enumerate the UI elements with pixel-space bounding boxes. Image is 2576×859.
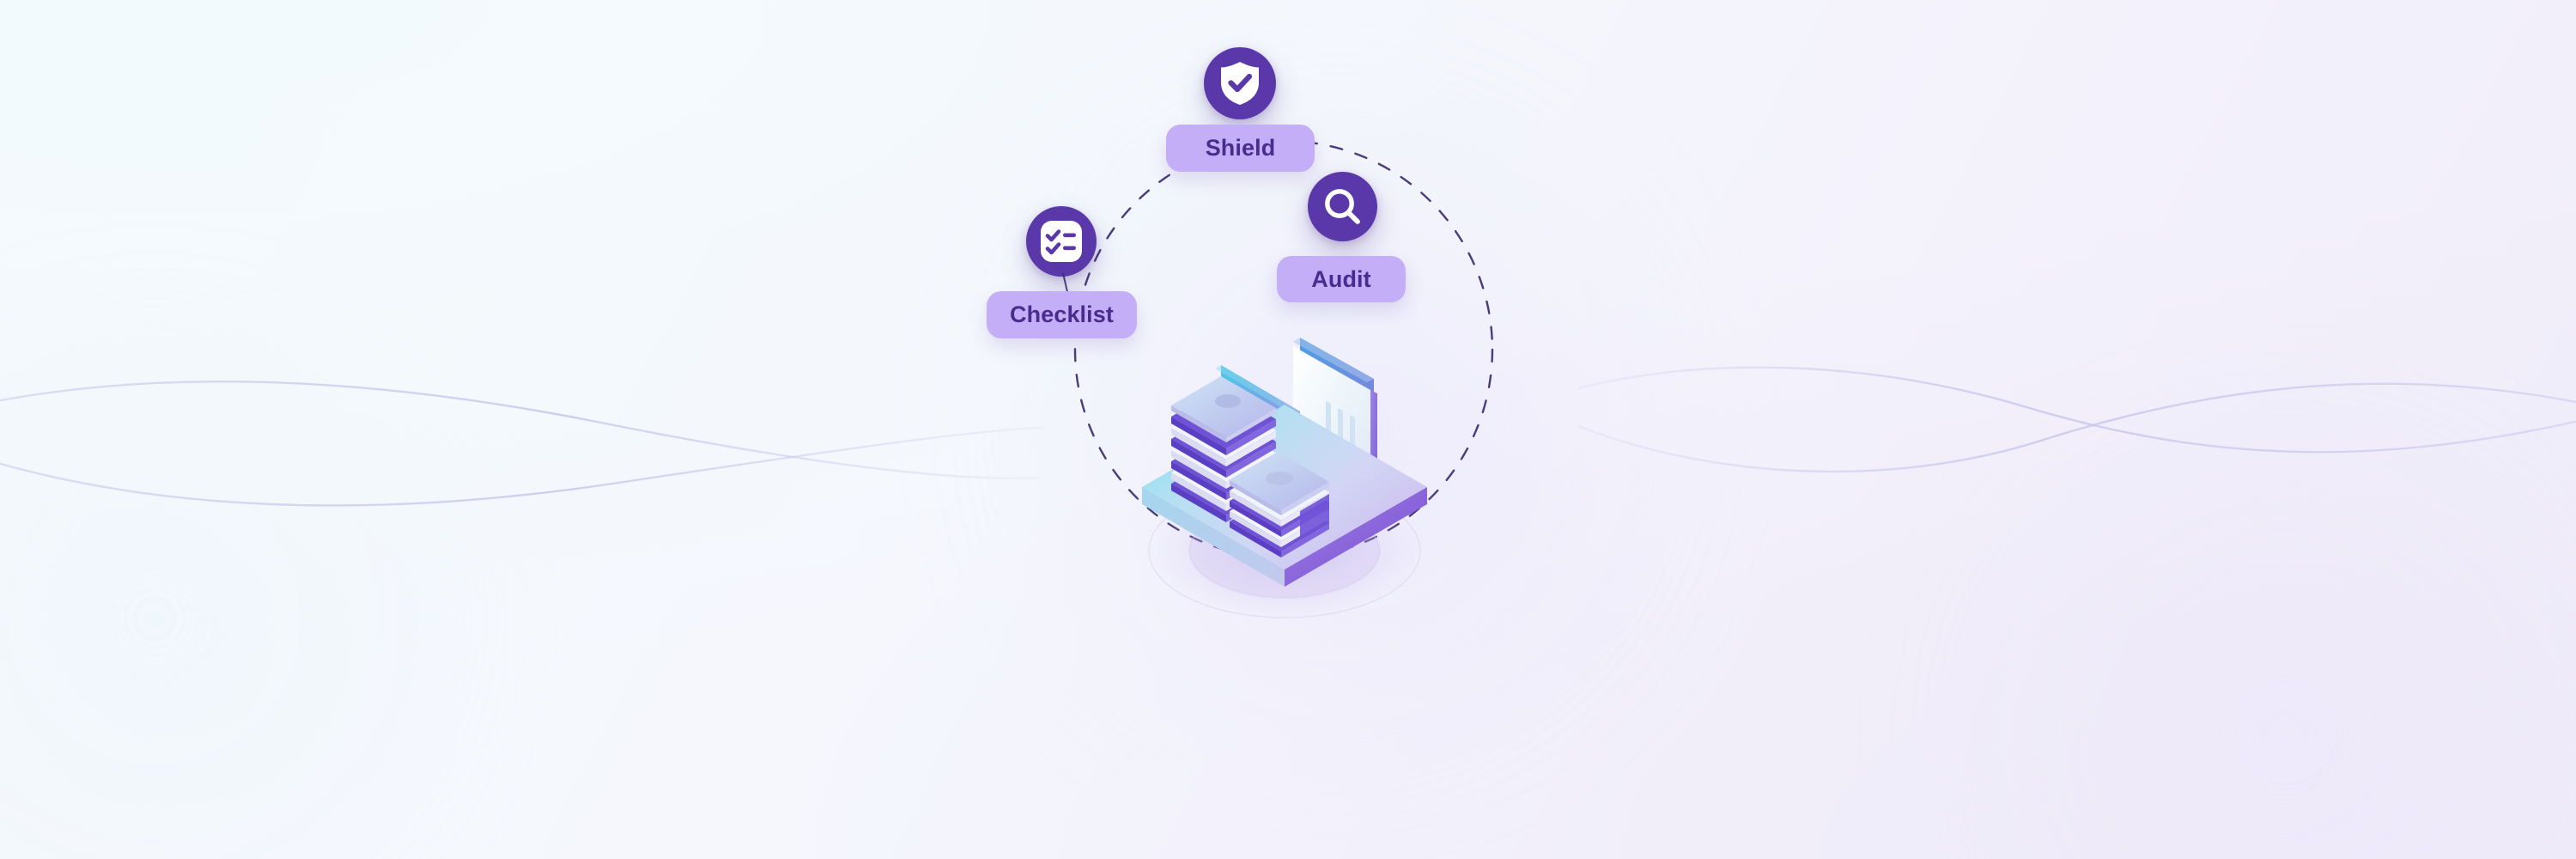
audit-disc[interactable] <box>1308 172 1377 241</box>
orbit-diagram: Shield Checklist <box>987 47 1550 683</box>
pill-shield[interactable]: Shield <box>1166 125 1315 172</box>
wave-right-b <box>1577 382 2576 473</box>
magnifier-icon <box>1324 188 1360 224</box>
banknote-stack-short <box>1230 452 1329 557</box>
shield-disc[interactable] <box>1204 47 1276 119</box>
node-audit[interactable]: Audit <box>1277 172 1406 302</box>
ambient-blob-right <box>1932 464 2576 859</box>
wave-right-a <box>1577 366 2576 454</box>
ambient-blob-left <box>0 361 464 859</box>
pill-audit[interactable]: Audit <box>1277 256 1406 302</box>
checklist-icon <box>1041 221 1082 262</box>
node-checklist[interactable]: Checklist <box>987 206 1137 338</box>
wave-left-a <box>0 381 1040 479</box>
shield-check-icon <box>1221 62 1259 105</box>
wave-left-b <box>0 426 1044 507</box>
pill-checklist[interactable]: Checklist <box>987 291 1137 338</box>
node-shield[interactable]: Shield <box>1166 47 1315 172</box>
isometric-illustration <box>1142 338 1427 619</box>
checklist-disc[interactable] <box>1026 206 1097 277</box>
